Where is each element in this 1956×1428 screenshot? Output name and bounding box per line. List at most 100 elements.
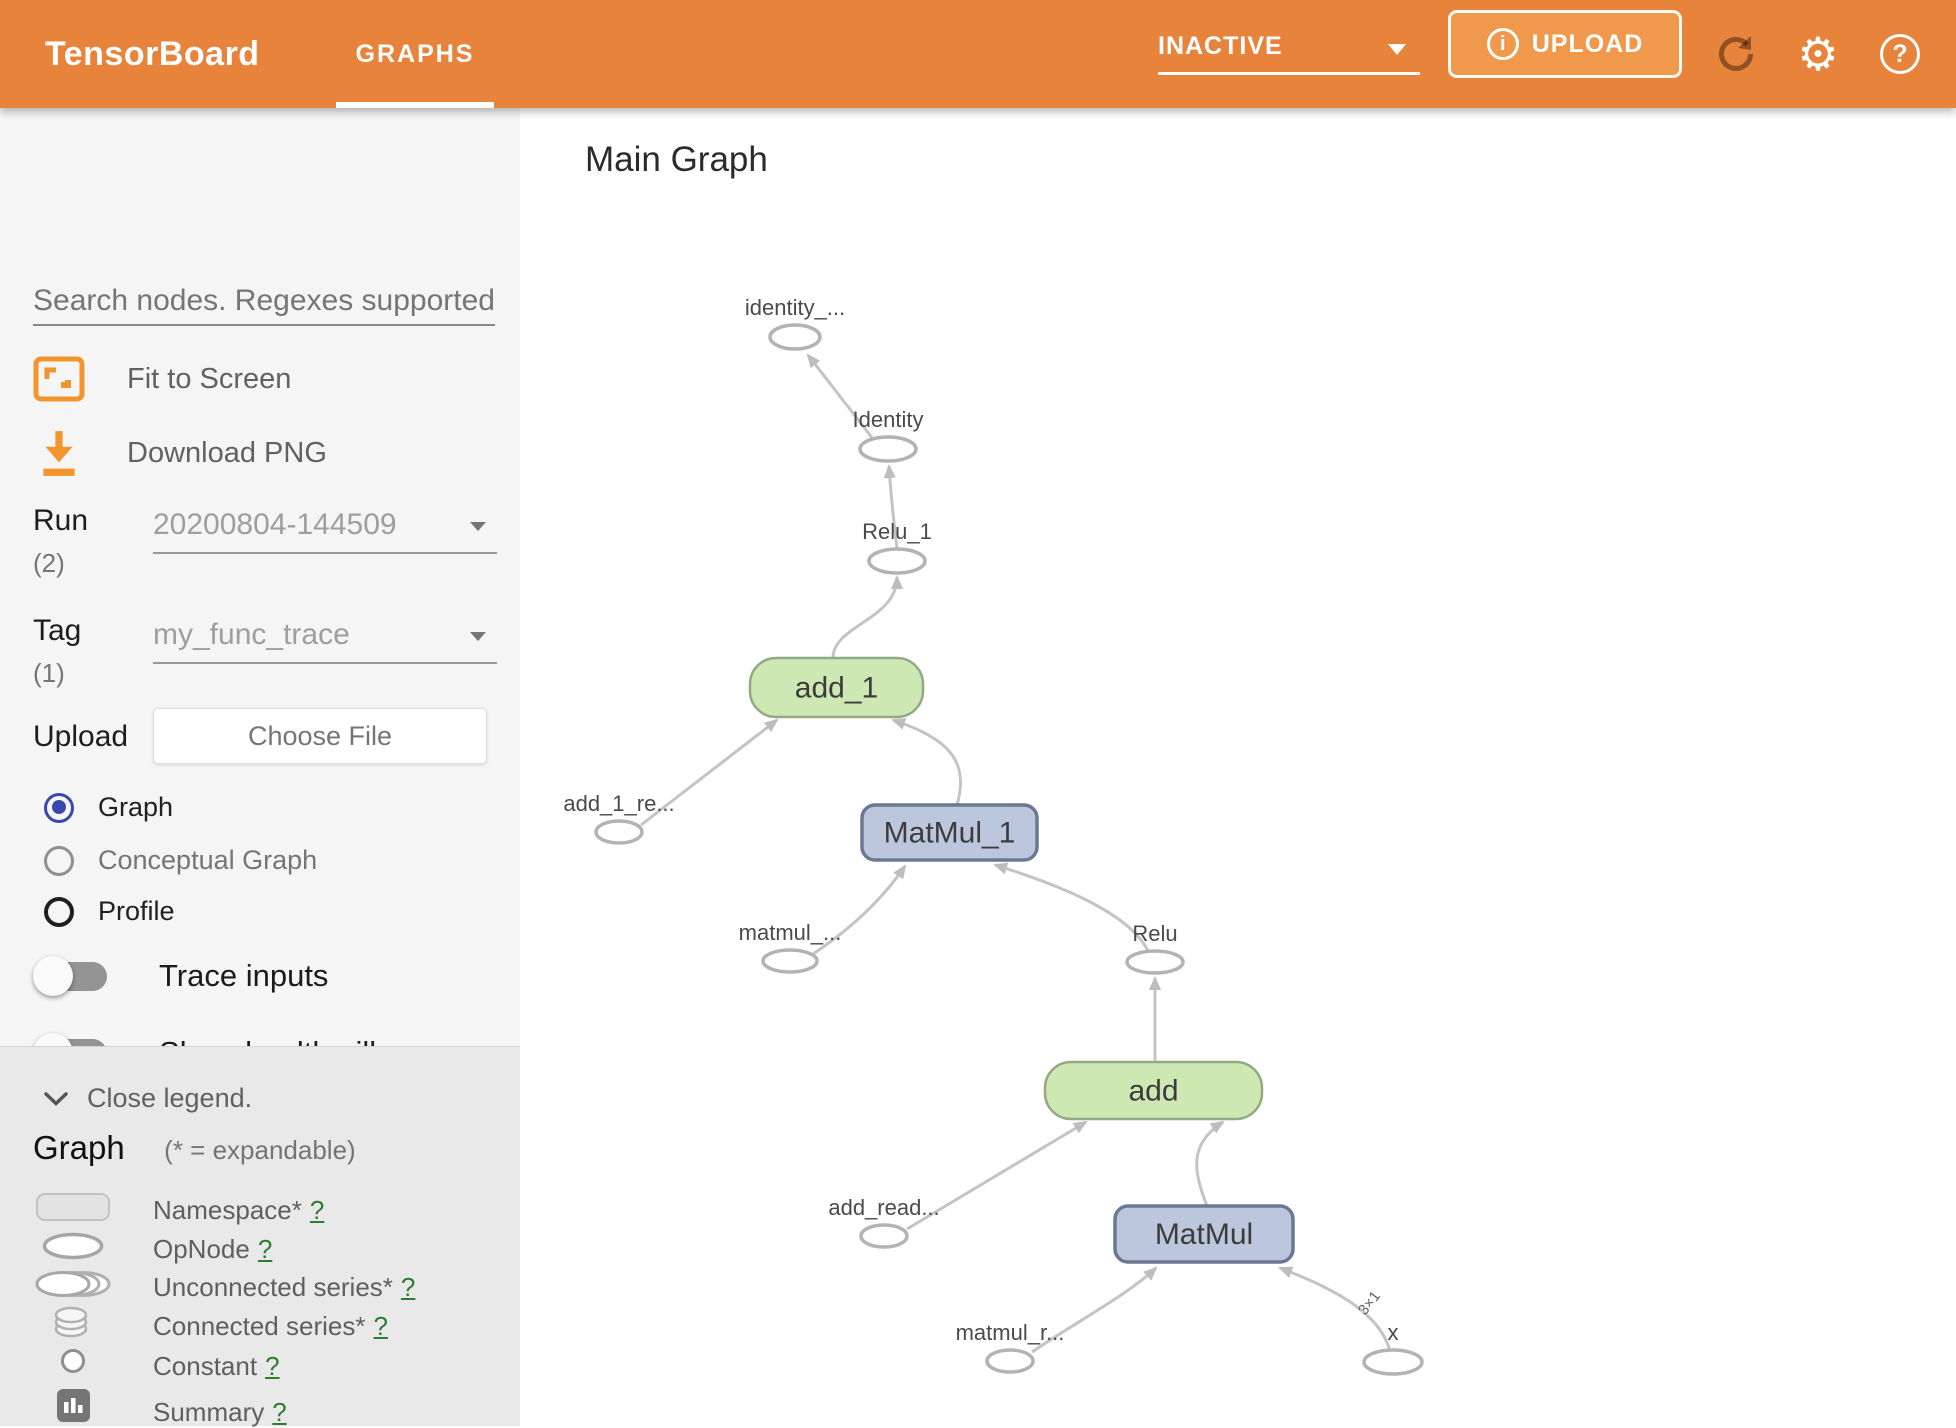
help-link[interactable]: ? [373, 1311, 388, 1341]
upload-button-label: UPLOAD [1531, 29, 1644, 58]
graph-op-node-label: identity_... [745, 295, 845, 320]
graph-edge [1278, 1266, 1392, 1352]
close-legend-button[interactable]: Close legend. [43, 1083, 252, 1114]
main-graph-title: Main Graph [585, 140, 768, 179]
tag-dropdown[interactable]: my_func_trace [153, 618, 350, 651]
unconnected-series-icon [35, 1271, 111, 1297]
graph-op-node-add_read[interactable] [859, 1223, 909, 1249]
graph-op-node-identity_[interactable] [768, 323, 822, 351]
graph-edge [1031, 1266, 1158, 1354]
graph-block-node-label: add_1 [795, 672, 878, 705]
trace-inputs-toggle[interactable]: Trace inputs [33, 955, 328, 997]
help-link[interactable]: ? [257, 1234, 273, 1264]
graph-op-node-x[interactable] [1362, 1348, 1424, 1376]
graph-edge [883, 464, 899, 550]
view-radio-graph[interactable]: Graph [44, 792, 173, 823]
help-link[interactable]: ? [400, 1272, 416, 1302]
graph-op-node-Identity[interactable] [858, 435, 918, 463]
search-input[interactable] [33, 278, 495, 326]
graph-op-node-label: matmul_r... [956, 1320, 1065, 1345]
download-icon [43, 431, 75, 476]
graph-op-node-label: x [1388, 1320, 1399, 1345]
app-header: TensorBoard GRAPHS INACTIVE i UPLOAD ⚙ ? [0, 0, 1956, 108]
legend-row-summary: Summary? [0, 1389, 520, 1427]
legend-panel: Close legend. Graph (* = expandable) Nam… [0, 1046, 520, 1427]
tab-graphs[interactable]: GRAPHS [355, 40, 475, 68]
dropdown-underline [1158, 72, 1420, 75]
help-link[interactable]: ? [265, 1351, 280, 1381]
close-legend-label: Close legend. [87, 1083, 253, 1113]
upload-label: Upload [33, 720, 129, 753]
run-dropdown-underline [153, 552, 497, 554]
constant-icon [61, 1349, 85, 1373]
run-dropdown-caret-icon[interactable] [470, 522, 486, 531]
choose-file-button[interactable]: Choose File [153, 708, 487, 764]
graph-edge [993, 862, 1150, 952]
tag-dropdown-caret-icon[interactable] [470, 632, 486, 641]
view-radio-profile-label: Profile [98, 896, 175, 926]
graph-block-node-add_1[interactable] [748, 656, 925, 719]
tag-label: Tag [33, 614, 82, 647]
app-title: TensorBoard [45, 35, 260, 73]
help-icon: ? [1880, 34, 1920, 74]
graph-edge [806, 353, 875, 440]
legend-row-connected-series: Connected series*? [0, 1305, 520, 1341]
upload-button[interactable]: i UPLOAD [1448, 10, 1682, 78]
graph-block-node-label: MatMul_1 [884, 817, 1016, 850]
download-png-button[interactable]: Download PNG [33, 428, 327, 478]
graph-op-node-add_1_re[interactable] [594, 819, 644, 845]
graph-op-node-Relu[interactable] [1125, 949, 1185, 975]
view-radio-conceptual-graph[interactable]: Conceptual Graph [44, 845, 317, 876]
trace-inputs-label: Trace inputs [159, 958, 329, 993]
tag-dropdown-underline [153, 662, 497, 664]
refresh-button[interactable] [1706, 0, 1766, 108]
fit-to-screen-label: Fit to Screen [127, 362, 292, 395]
fit-to-screen-icon [33, 356, 85, 402]
graph-block-node-add[interactable] [1043, 1060, 1264, 1121]
run-label: Run [33, 504, 89, 537]
graph-op-node-matmul_[interactable] [761, 948, 819, 974]
help-link[interactable]: ? [309, 1195, 325, 1225]
download-png-label: Download PNG [127, 436, 327, 469]
gear-icon: ⚙ [1797, 28, 1839, 80]
namespace-icon [36, 1193, 110, 1221]
help-link[interactable]: ? [272, 1397, 287, 1427]
legend-row-opnode: OpNode? [0, 1231, 520, 1267]
graph-edge [812, 864, 907, 956]
run-dropdown[interactable]: 20200804-144509 [153, 508, 397, 541]
active-tab-indicator [336, 102, 494, 108]
view-radio-profile[interactable]: Profile [44, 896, 175, 927]
chevron-down-icon [44, 1091, 68, 1106]
graph-op-node-label: Identity [853, 407, 924, 432]
legend-expandable-note: (* = expandable) [164, 1135, 356, 1165]
graph-edge [640, 718, 779, 827]
connected-series-icon [54, 1306, 88, 1338]
legend-row-namespace: Namespace*? [0, 1193, 520, 1229]
run-count: (2) [33, 548, 65, 578]
legend-row-unconnected-series: Unconnected series*? [0, 1269, 520, 1305]
view-radio-graph-label: Graph [98, 792, 174, 822]
radio-selected-icon [44, 792, 74, 823]
graph-block-node-MatMul_1[interactable] [860, 803, 1039, 862]
opnode-icon [42, 1232, 104, 1260]
status-dropdown[interactable]: INACTIVE [1158, 0, 1420, 108]
graph-svg: 3×1identity_...IdentityRelu_1add_1_re...… [563, 295, 1424, 1376]
graph-op-node-label: add_read... [828, 1195, 939, 1220]
graph-edge [906, 1120, 1088, 1231]
sidebar: Fit to Screen Download PNG Run (2) 20200… [0, 108, 520, 1427]
info-icon: i [1486, 28, 1519, 60]
help-button[interactable]: ? [1872, 0, 1928, 108]
view-radio-conceptual-label: Conceptual Graph [98, 845, 318, 875]
graph-edge [1195, 1120, 1225, 1207]
settings-button[interactable]: ⚙ [1786, 0, 1850, 108]
graph-op-node-label: add_1_re... [563, 791, 674, 816]
graph-op-node-matmul_r[interactable] [985, 1348, 1035, 1374]
fit-to-screen-button[interactable]: Fit to Screen [33, 356, 291, 402]
chevron-down-icon [1388, 44, 1406, 55]
graph-block-node-MatMul[interactable] [1113, 1204, 1295, 1264]
graph-op-node-Relu_1[interactable] [867, 547, 927, 575]
legend-row-constant: Constant? [0, 1347, 520, 1383]
graph-block-node-label: add [1128, 1075, 1178, 1108]
graph-edge [831, 575, 903, 659]
